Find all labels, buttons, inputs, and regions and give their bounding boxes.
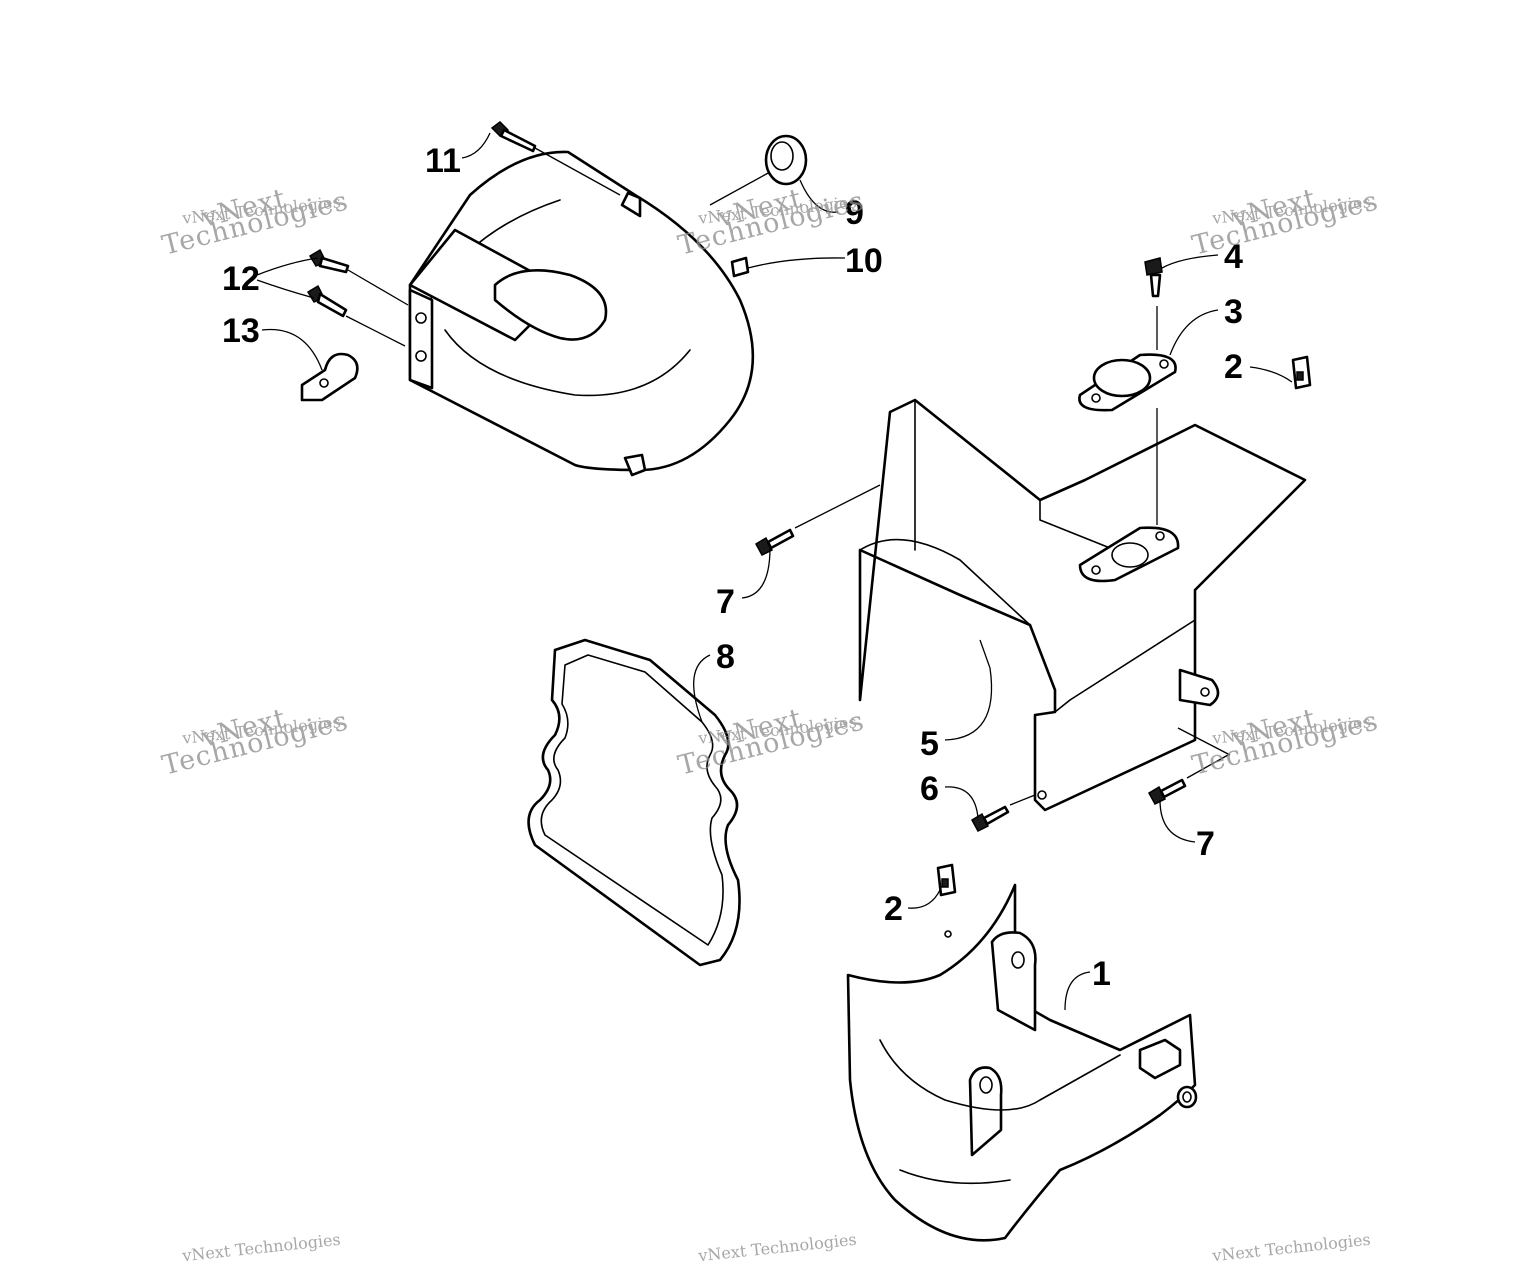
shroud-flange [1078,526,1180,583]
clamp-13 [300,352,359,402]
bolt-7-lower [1147,727,1231,805]
bolt-7-upper [754,484,881,556]
gasket-8 [527,638,741,967]
callout-2-lower: 2 [884,890,903,928]
callout-4: 4 [1224,238,1243,276]
callout-3: 3 [1224,293,1243,331]
lower-cover [846,883,1198,1242]
clip-2-upper [1291,355,1312,390]
callout-8: 8 [716,638,735,676]
callout-labels: 1 2 2 3 4 5 6 7 7 8 9 10 11 12 13 [222,142,1243,993]
callout-7-lower: 7 [1196,825,1215,863]
screw-4 [1144,257,1163,350]
callout-10: 10 [845,242,883,280]
bolt-11 [490,121,621,196]
callout-5: 5 [920,725,939,763]
clip-2-lower [936,863,957,897]
cap-3 [1078,353,1177,525]
plug-9 [709,134,808,206]
screws-12 [306,248,409,347]
upper-shroud [858,398,1307,812]
leader-lines [256,132,1293,1011]
clip-10 [730,256,750,278]
callout-1: 1 [1092,955,1111,993]
callout-13: 13 [222,312,260,350]
callout-12: 12 [222,260,260,298]
callout-9: 9 [845,194,864,232]
callout-6: 6 [920,770,939,808]
bolt-6 [970,794,1036,832]
fan-housing [408,150,755,477]
callout-11: 11 [425,142,461,180]
callout-7-upper: 7 [716,583,735,621]
callout-2-upper: 2 [1224,348,1243,386]
